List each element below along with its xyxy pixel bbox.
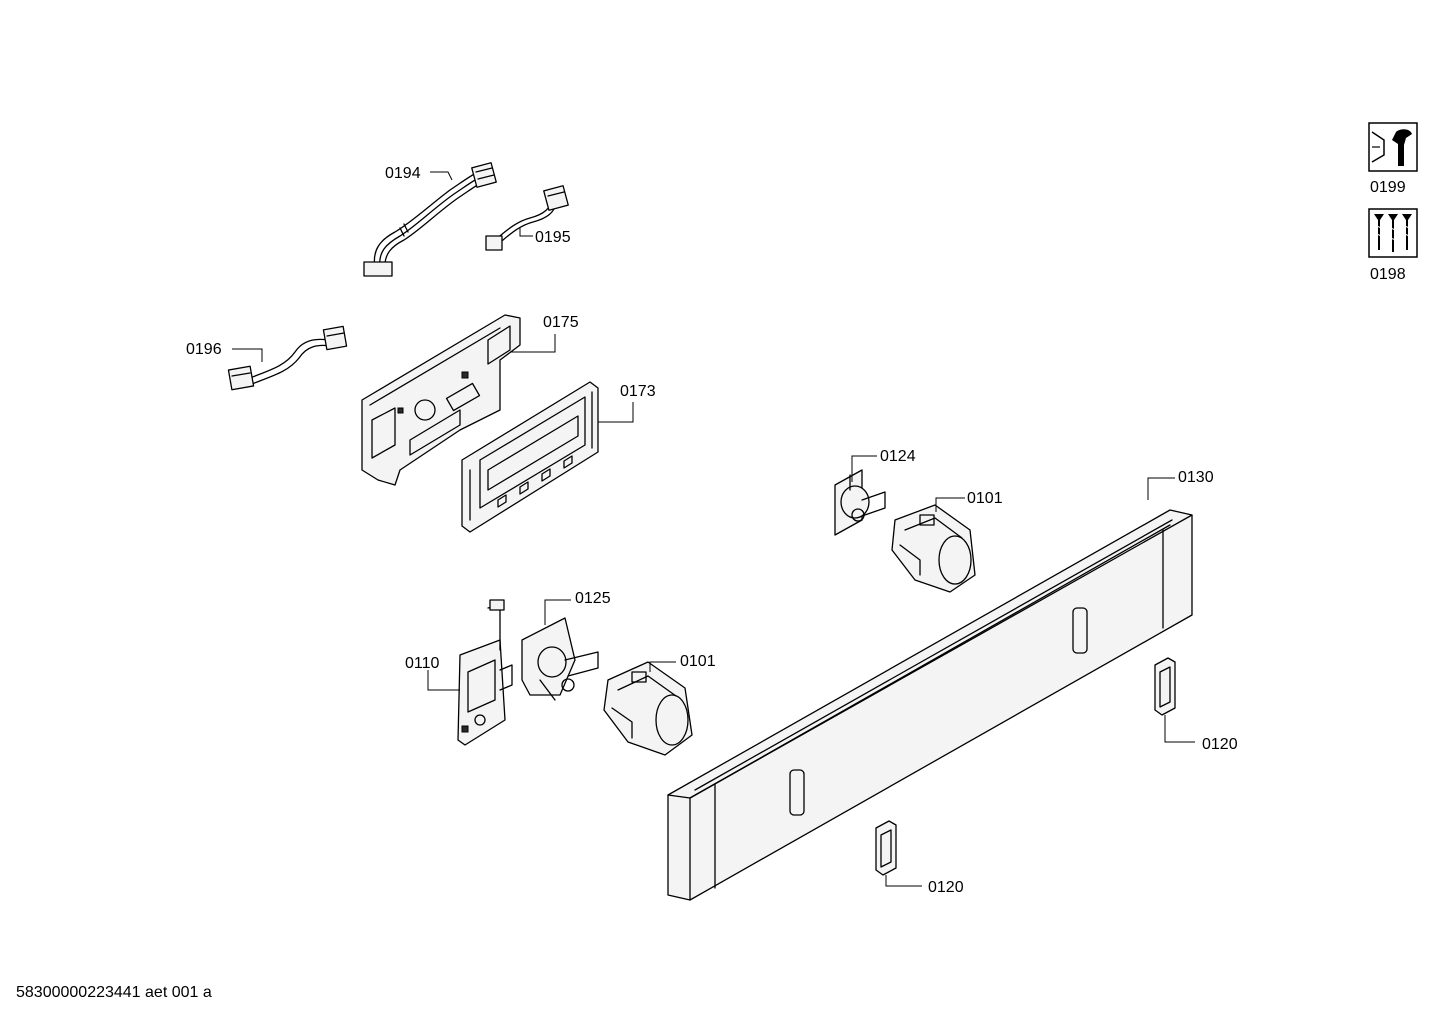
label-0199: 0199 [1370, 179, 1406, 196]
part-0110-switch-module[interactable] [457, 599, 513, 746]
part-0120-clip-bottom[interactable] [875, 820, 897, 876]
label-0101-lower: 0101 [680, 653, 716, 670]
label-0124: 0124 [880, 448, 916, 465]
label-0173: 0173 [620, 383, 656, 400]
label-0101-upper: 0101 [967, 490, 1003, 507]
part-0175-control-frame[interactable] [361, 314, 521, 486]
part-0101-knob-housing-lower[interactable] [603, 661, 693, 756]
part-0101-knob-housing-upper[interactable] [891, 504, 976, 593]
screw-set-icon[interactable] [1368, 208, 1418, 258]
label-0175: 0175 [543, 314, 579, 331]
part-0125-encoder-switch[interactable] [521, 617, 599, 701]
label-0198: 0198 [1370, 266, 1406, 283]
label-0120-bottom: 0120 [928, 879, 964, 896]
label-0130: 0130 [1178, 469, 1214, 486]
label-0194: 0194 [385, 165, 421, 182]
part-0120-clip-right[interactable] [1154, 657, 1176, 716]
label-0196: 0196 [186, 341, 222, 358]
label-0110: 0110 [405, 655, 440, 672]
part-0124-encoder-switch[interactable] [834, 469, 886, 536]
label-0195: 0195 [535, 229, 571, 246]
document-id: 58300000223441 aet 001 a [16, 984, 212, 1001]
part-0196-wiring-harness[interactable] [227, 325, 348, 391]
label-0125: 0125 [575, 590, 611, 607]
part-0130-control-panel[interactable] [667, 509, 1193, 901]
part-0194-wiring-harness[interactable] [363, 162, 497, 277]
part-0173-display-board[interactable] [461, 381, 599, 533]
wrench-nut-icon[interactable] [1368, 122, 1418, 172]
part-0195-wiring-harness[interactable] [485, 185, 569, 251]
label-0120-right: 0120 [1202, 736, 1238, 753]
